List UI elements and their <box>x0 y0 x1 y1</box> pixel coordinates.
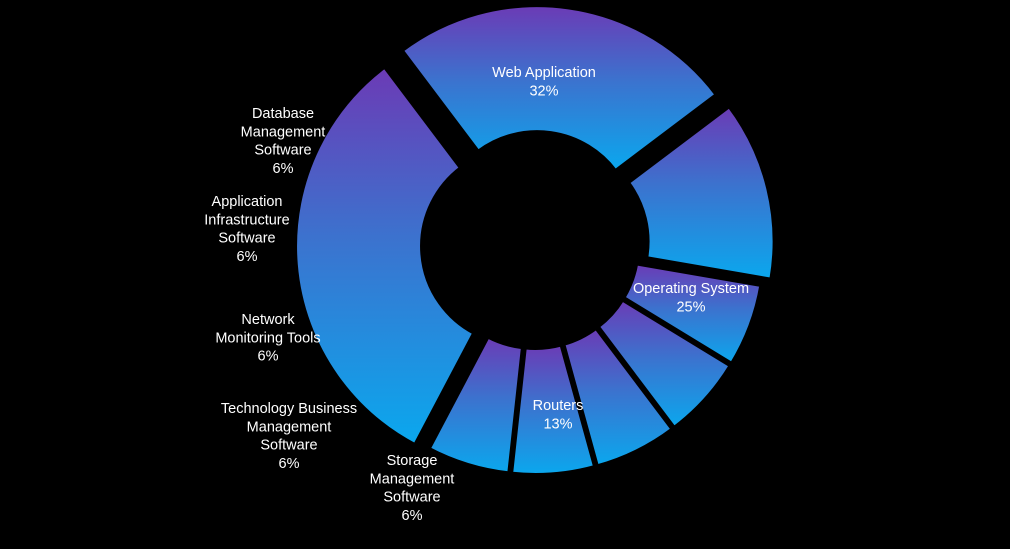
slice-category-line: Application <box>212 194 283 210</box>
slice-category-line: Software <box>254 143 311 159</box>
slice-category-line: Routers <box>533 398 584 414</box>
slice-percent: 6% <box>279 456 300 472</box>
slice-percent: 6% <box>273 161 294 177</box>
slice-category-line: Operating System <box>633 281 749 297</box>
slice-category-line: Web Application <box>492 65 596 81</box>
slice-percent: 32% <box>529 83 558 99</box>
slice-category-line: Network <box>241 312 295 328</box>
slice-label-routers: Routers 13% <box>533 398 584 432</box>
slice-category-line: Management <box>370 471 455 487</box>
slice-operating-system <box>398 3 720 174</box>
slice-percent: 13% <box>543 416 572 432</box>
slice-percent: 6% <box>258 349 279 365</box>
slice-label-web-application: Web Application 32% <box>492 65 596 99</box>
slice-web-application <box>293 63 478 448</box>
slice-category-line: Monitoring Tools <box>215 330 320 346</box>
slice-database-management-software <box>425 333 526 476</box>
slice-category-line: Technology Business <box>221 401 357 417</box>
slice-category-line: Software <box>260 438 317 454</box>
slice-category-line: Software <box>383 490 440 506</box>
slice-category-line: Management <box>247 419 332 435</box>
slice-category-line: Software <box>218 231 275 247</box>
slice-label-operating-system: Operating System 25% <box>633 281 749 315</box>
slice-category-line: Infrastructure <box>204 212 289 228</box>
donut-slices <box>293 3 777 477</box>
slice-percent: 6% <box>237 249 258 265</box>
slice-percent: 25% <box>676 299 705 315</box>
slice-category-line: Database <box>252 106 314 122</box>
slice-category-line: Storage <box>387 453 438 469</box>
slice-category-line: Management <box>241 124 326 140</box>
slice-routers <box>625 103 777 283</box>
slice-percent: 6% <box>402 508 423 524</box>
